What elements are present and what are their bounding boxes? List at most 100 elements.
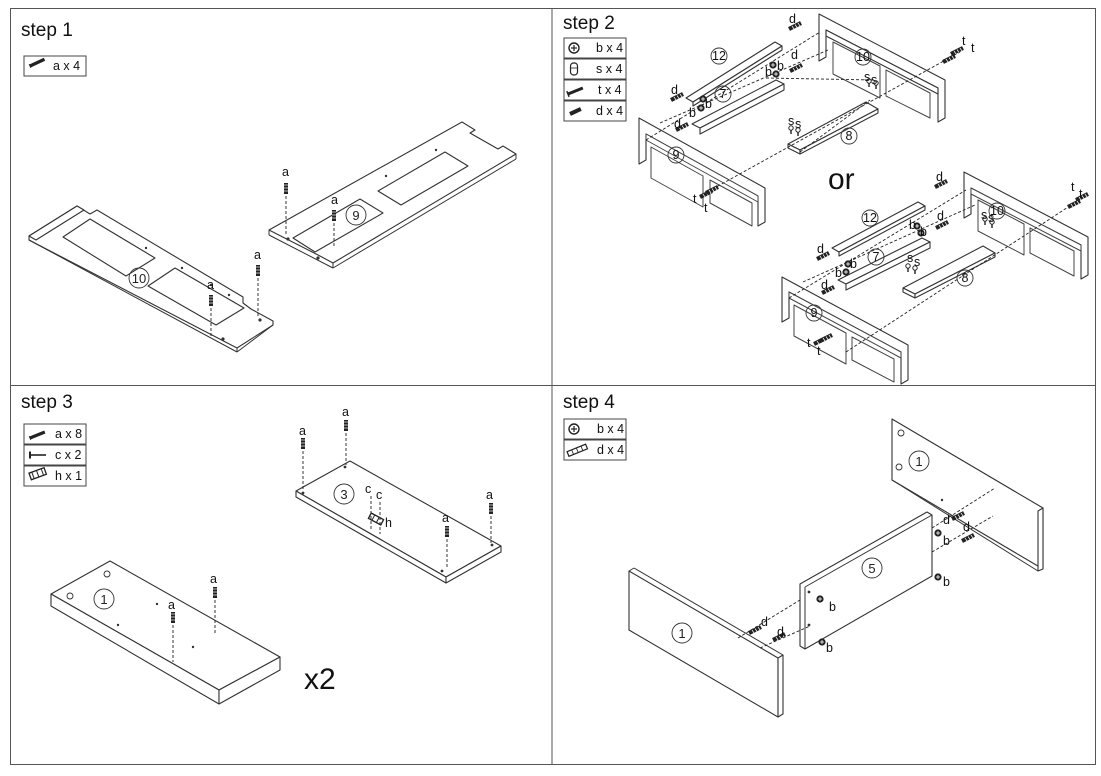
- hardware-s-label: s: [907, 251, 913, 265]
- part-9-label: 9: [811, 306, 818, 320]
- part-10-label: 10: [856, 50, 870, 64]
- hardware-t-label: t: [704, 201, 708, 215]
- legend-text: a x 8: [55, 427, 82, 441]
- hardware-d-label: d: [674, 117, 681, 131]
- hardware-s-label: s: [914, 255, 920, 269]
- hardware-d-label: d: [943, 513, 950, 527]
- legend-text: h x 1: [55, 469, 82, 483]
- hardware-d-label: d: [671, 83, 678, 97]
- hardware-s-label: s: [988, 211, 994, 225]
- hardware-t-label: t: [817, 344, 821, 358]
- hardware-a-label: a: [254, 248, 261, 262]
- hardware-b-label: b: [943, 534, 950, 548]
- part-12-label: 12: [712, 49, 726, 63]
- hardware-d-label: d: [936, 170, 943, 184]
- step-1-title: step 1: [21, 20, 73, 41]
- hardware-a-label: a: [299, 424, 306, 438]
- hardware-d-label: d: [817, 242, 824, 256]
- legend-text: t x 4: [598, 83, 622, 97]
- step-1-legend: a x 4: [23, 55, 87, 77]
- assembly-variant-upper: 10 12 7 8 9: [638, 12, 975, 227]
- hardware-b-label: b: [705, 97, 712, 111]
- part-10-label: 10: [990, 204, 1004, 218]
- hardware-a-label: a: [342, 405, 349, 419]
- part-8-label: 8: [962, 271, 969, 285]
- part-1-label: 1: [100, 592, 107, 607]
- hardware-c-label: c: [376, 488, 382, 502]
- part-1-front-panel: 1: [628, 567, 784, 718]
- part-7-label: 7: [720, 87, 727, 101]
- hardware-t-label: t: [1071, 180, 1075, 194]
- part-10-frame: 10: [28, 205, 274, 353]
- hardware-s-label: s: [864, 70, 870, 84]
- hardware-d-label: d: [777, 625, 784, 639]
- hardware-b-label: b: [829, 600, 836, 614]
- hardware-t-label: t: [807, 336, 811, 350]
- dowel-pin-group: a a a a: [207, 165, 338, 338]
- legend-text: s x 4: [596, 62, 622, 76]
- step-2-title: step 2: [563, 13, 615, 34]
- part-9-label: 9: [673, 148, 680, 162]
- part-1-back-panel: 1: [891, 418, 1044, 572]
- hardware-a-label: a: [210, 572, 217, 586]
- hardware-t-label: t: [693, 192, 697, 206]
- step-4-hardware: d d d d b b b b: [737, 487, 996, 655]
- part-1-label: 1: [915, 454, 922, 469]
- hardware-d-label: d: [963, 520, 970, 534]
- part-12-label: 12: [863, 211, 877, 225]
- hardware-t-label: t: [971, 41, 975, 55]
- legend-text: b x 4: [596, 41, 623, 55]
- hardware-d-label: d: [791, 48, 798, 62]
- part-1-label: 1: [678, 626, 685, 641]
- step-2-panel: step 2 b x 4 s x 4 t x 4 d x 4 10: [563, 12, 1088, 385]
- grid-frame: [10, 8, 1096, 765]
- hinge-plate: [367, 512, 385, 526]
- cam-barrel-icon: [569, 62, 579, 76]
- hardware-a-label: a: [486, 488, 493, 502]
- legend-text: d x 4: [597, 443, 624, 457]
- hardware-b-label: b: [826, 641, 833, 655]
- legend-text: c x 2: [55, 448, 81, 462]
- legend-text: d x 4: [596, 104, 623, 118]
- step-3-panel: step 3 a x 8 c x 2 h x 1 3 a a: [21, 392, 502, 705]
- step-1-panel: step 1 a x 4 10: [21, 20, 517, 353]
- step-3-title: step 3: [21, 392, 73, 413]
- part-9-label: 9: [352, 208, 359, 223]
- hinge-plate-icon: [28, 466, 48, 481]
- hardware-a-label: a: [207, 278, 214, 292]
- step-2-legend: b x 4 s x 4 t x 4 d x 4: [563, 37, 627, 122]
- hardware-b-label: b: [920, 225, 927, 239]
- part-9-frame: 9: [268, 121, 517, 269]
- step-3-legend: a x 8 c x 2 h x 1: [23, 423, 87, 487]
- step-4-panel: step 4 b x 4 d x 4 1: [563, 392, 1044, 718]
- hardware-t-label: t: [1079, 187, 1083, 201]
- hardware-h-label: h: [385, 516, 392, 530]
- hardware-b-label: b: [765, 65, 772, 79]
- legend-text: b x 4: [597, 422, 624, 436]
- step-4-title: step 4: [563, 392, 615, 413]
- or-label: or: [828, 163, 855, 196]
- hardware-a-label: a: [168, 598, 175, 612]
- wood-dowel-icon: [569, 107, 582, 116]
- hardware-a-label: a: [331, 193, 338, 207]
- part-5-panel: 5: [799, 511, 933, 650]
- dowel-pin-icon: [28, 430, 46, 441]
- part-3-label: 3: [340, 487, 347, 502]
- hardware-b-label: b: [835, 266, 842, 280]
- part-10-label: 10: [132, 271, 146, 286]
- wood-dowel-icon: [566, 443, 589, 458]
- part-3-board: 3 a a a a c c h: [295, 405, 502, 584]
- small-screw-icon: [29, 451, 46, 459]
- hardware-d-label: d: [789, 12, 796, 26]
- cam-lock-icon: [568, 42, 580, 54]
- part-5-label: 5: [868, 561, 875, 576]
- assembly-variant-lower: 10 12 7 8 9: [781, 170, 1088, 385]
- dowel-pin-icon: [28, 57, 46, 69]
- hardware-b-label: b: [943, 575, 950, 589]
- hardware-s-label: s: [788, 114, 794, 128]
- part-8-label: 8: [846, 129, 853, 143]
- hardware-s-label: s: [871, 73, 877, 87]
- hardware-b-label: b: [689, 106, 696, 120]
- hardware-b-label: b: [850, 257, 857, 271]
